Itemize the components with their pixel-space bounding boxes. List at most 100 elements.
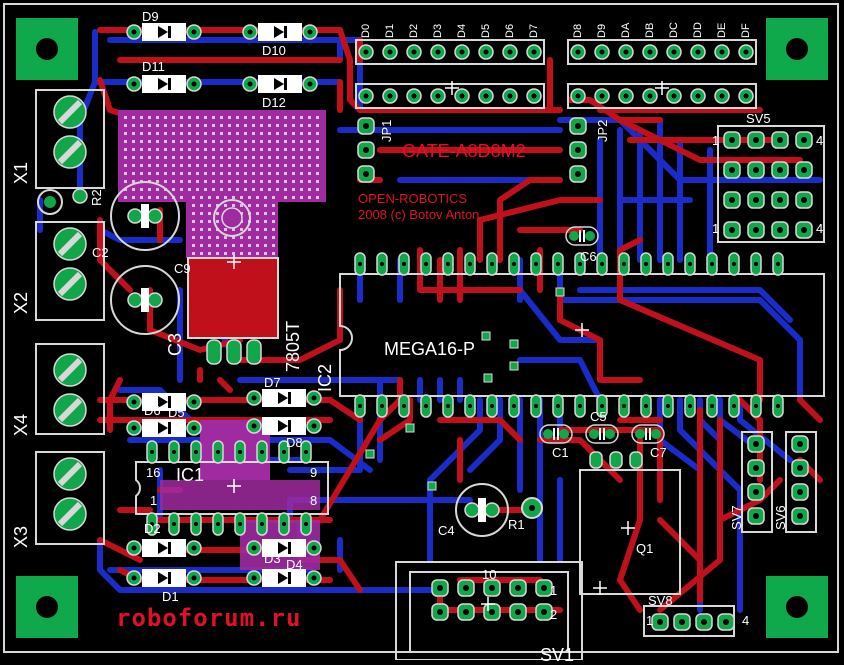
label-d4: D4 [286,557,303,572]
sv7-pad [747,507,765,525]
header-pad-top-left [358,44,374,60]
terminal-screw [53,95,87,129]
diode-d9-pad-b [186,24,202,40]
label-d5: D5 [168,405,185,420]
sv1-pad-bottom [431,603,449,621]
ic1-pin-bottom [212,512,224,536]
mega16-pin-top [706,252,718,276]
jp1-pad [357,165,375,183]
mega16-pin-top [376,252,388,276]
label-d1: D1 [162,589,179,604]
label-ic1-pin9: 9 [310,465,318,480]
via [555,287,565,297]
mega16-pin-top [640,252,652,276]
ic1-pin-bottom [168,512,180,536]
regulator-mount-hole [213,199,251,237]
header-pad-bottom-left [382,88,398,104]
q1-pin [629,451,643,469]
mega16-pin-top [684,252,696,276]
mega16-pin-top [464,252,476,276]
label-ic1-pin1: 1 [150,493,158,508]
ic1-pin-top [168,440,180,464]
mega16-pin-bottom [684,394,696,418]
header-pad-bottom-left [430,88,446,104]
label-d11: D11 [142,59,165,74]
terminal-screw [53,267,87,301]
regulator-pin [206,339,222,365]
label-sv1-pin2: 2 [550,607,558,622]
terminal-screw [53,353,87,387]
header-pad-bottom-left [454,88,470,104]
sv1-pad-top [457,579,475,597]
sv5-pad [795,161,813,179]
label-copyright: 2008 (c) Botov Anton [358,207,480,222]
header-pad-bottom-right [666,88,682,104]
sv5-pad [747,131,765,149]
jp2-pad [569,165,587,183]
mega16-pin-top [618,252,630,276]
sv1-pad-bottom [457,603,475,621]
diode-d12-pad-a [242,76,258,92]
diode-d7-pad-b [306,390,322,406]
capacitor-c6 [565,226,599,246]
mega16-pin-top [662,252,674,276]
ic1-pin-top [190,440,202,464]
mega16-pin-bottom [552,394,564,418]
mega16-pin-top [772,252,784,276]
header-pad-bottom-right [738,88,754,104]
mega16-pin-bottom [772,394,784,418]
header-pad-top-left [526,44,542,60]
mega16-pin-top [728,252,740,276]
via [405,423,415,433]
label-ic2: IC2 [315,363,335,392]
header-pad-bottom-left [526,88,542,104]
label-d12: D12 [262,95,286,110]
header-pad-top-left [382,44,398,60]
header-pin-name: DA [620,22,632,38]
header-pad-top-right [618,44,634,60]
diode-d6-pad-a [126,394,142,410]
mega16-pin-top [354,252,366,276]
diodes-group [142,23,306,587]
mega16-pin-bottom [420,394,432,418]
header-pad-top-left [454,44,470,60]
ic1-pin-bottom [146,512,158,536]
sv7-pad [747,483,765,501]
ic1-pin-top [234,440,246,464]
jp1-pad [357,117,375,135]
mega16-pin-top [442,252,454,276]
mega16-pin-bottom [706,394,718,418]
mega16-pin-top [574,252,586,276]
mega16-pin-top [750,252,762,276]
heatsink-dots [124,116,319,255]
label-jp1: JP1 [379,119,394,142]
header-pin-name: D8 [572,23,584,38]
mega16-pin-bottom [442,394,454,418]
label-q1: Q1 [636,541,654,556]
ic1-pin-bottom [190,512,202,536]
diode-d4-pad-a [246,570,262,586]
label-r1: R1 [508,517,525,532]
diode-d7-pad-a [246,390,262,406]
capacitor-c1 [539,424,573,444]
sv8-pad [717,613,735,631]
header-pad-bottom-left [478,88,494,104]
mega16-pin-top [398,252,410,276]
mega16-pin-bottom [376,394,388,418]
capacitor-c7 [631,424,665,444]
mega16-pin-bottom [728,394,740,418]
diode-d12 [258,75,302,93]
ic1-pin-bottom [300,512,312,536]
diode-d2-pad-a [126,540,142,556]
diode-d3-pad-a [246,540,262,556]
sv5-pad [795,131,813,149]
mega16-pin-top [530,252,542,276]
mega16-pin-bottom [618,394,630,418]
diode-d8-pad-b [306,418,322,434]
header-pin-name: DB [644,22,656,38]
label-c7: C7 [650,445,667,460]
sv1-pad-bottom [535,603,553,621]
sv8-pad [673,613,691,631]
sv5-pad [723,221,741,239]
sv5-pad [795,191,813,209]
